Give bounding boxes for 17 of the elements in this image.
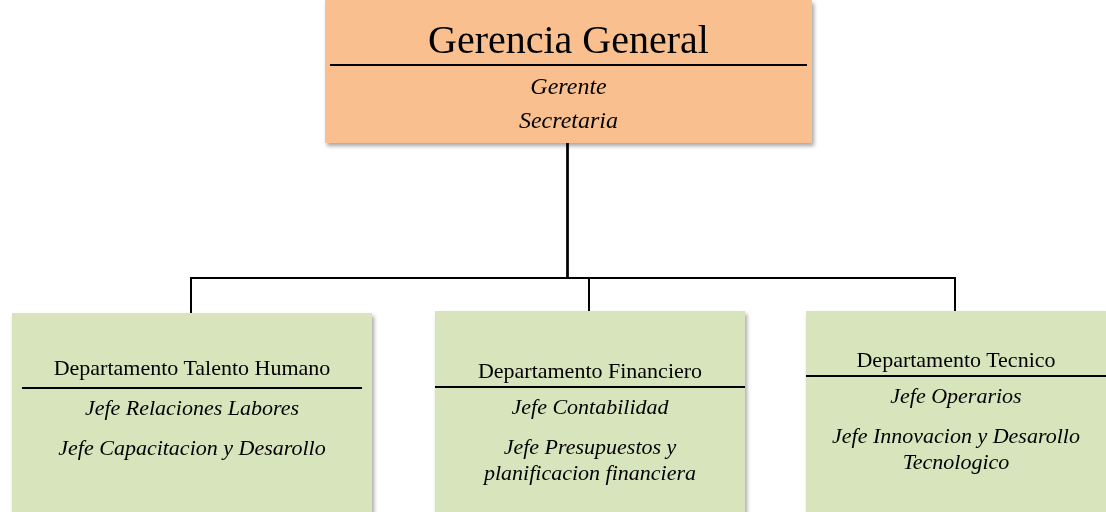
position-label: Jefe Innovacion y Desarollo Tecnologico: [831, 423, 1081, 475]
position-label: Jefe Contabilidad: [511, 394, 669, 420]
unit-title: Departamento Talento Humano: [53, 354, 331, 382]
position-label: Jefe Relaciones Labores: [84, 395, 300, 421]
position-label: Jefe Presupuestos y planificacion financiera: [482, 434, 697, 486]
unit-title: Gerencia General: [428, 18, 709, 62]
org-unit-box: [806, 311, 1106, 512]
org-unit-box: [325, 0, 812, 143]
connector-line: [566, 142, 956, 312]
position-label: Jefe Capacitacion y Desarollo: [58, 435, 326, 461]
position-label: Secretaria: [518, 106, 619, 134]
unit-title: Departamento Financiero: [477, 357, 703, 384]
position-label: Gerente: [530, 72, 607, 100]
org-unit-box: [12, 313, 372, 512]
position-label: Jefe Operarios: [890, 383, 1022, 409]
org-unit-box: [435, 311, 745, 512]
unit-title: Departamento Tecnico: [856, 346, 1056, 373]
